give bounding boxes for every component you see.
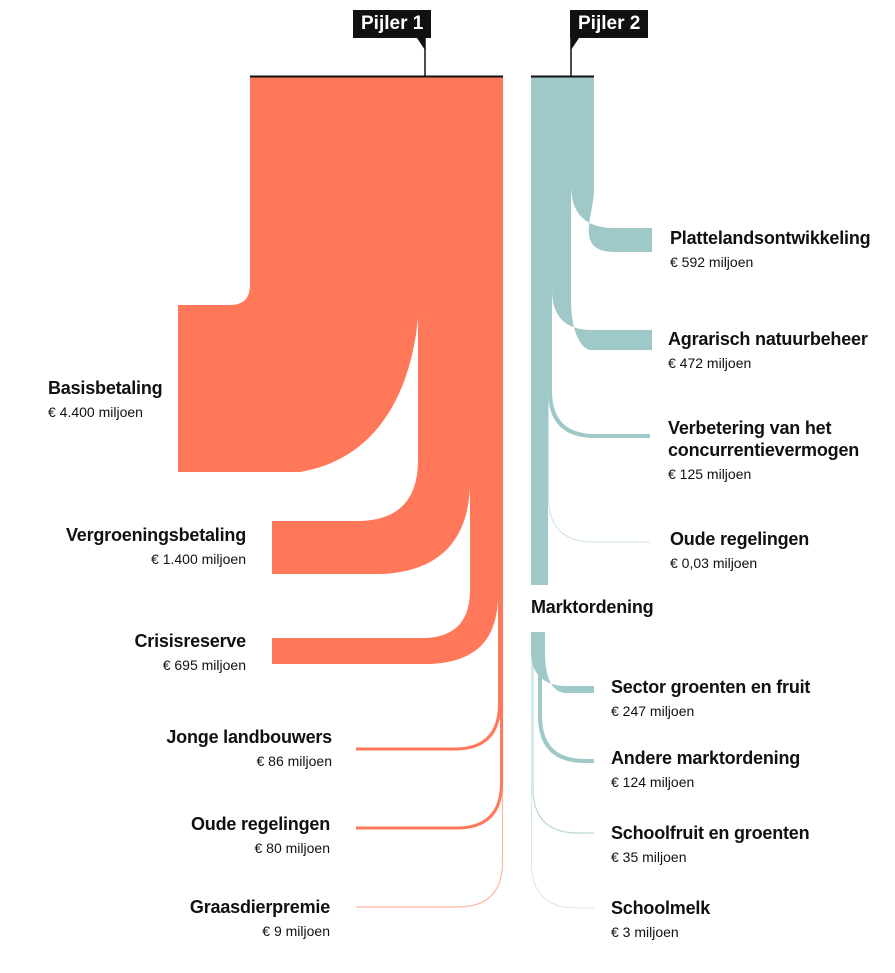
flow-label-plattelandsontwikkeling: Plattelandsontwikkeling € 592 miljoen	[670, 227, 871, 271]
flow-label-agrarisch-natuurbeheer: Agrarisch natuurbeheer € 472 miljoen	[668, 328, 868, 372]
ribbon-groenten-fruit	[531, 632, 594, 693]
ribbon-crisisreserve	[272, 77, 498, 664]
flow-name: Sector groenten en fruit	[611, 677, 811, 697]
flow-label-schoolfruit: Schoolfruit en groenten € 35 miljoen	[611, 822, 810, 866]
flow-value: € 592 miljoen	[670, 254, 754, 270]
pillar-1-flag: Pijler 1	[353, 10, 432, 38]
flow-label-schoolmelk: Schoolmelk € 3 miljoen	[611, 897, 710, 941]
flow-label-andere-marktordening: Andere marktordening € 124 miljoen	[611, 747, 800, 791]
ribbon-marktordening-trunk	[531, 77, 548, 585]
ribbon-schoolmelk	[531, 632, 594, 909]
flow-value: € 86 miljoen	[256, 753, 333, 769]
ribbon-vergroeningsbetaling	[272, 77, 470, 574]
pillar-1-flag-tail	[417, 38, 425, 50]
flow-name: Verbetering van het concurrentievermogen	[668, 418, 860, 460]
flow-label-oude-regelingen-1: Oude regelingen € 80 miljoen	[191, 813, 330, 857]
flow-value: € 1.400 miljoen	[151, 551, 246, 567]
flow-value: € 35 miljoen	[611, 849, 687, 865]
flow-value: € 472 miljoen	[668, 355, 752, 371]
flow-label-concurrentievermogen: Verbetering van het concurrentievermogen…	[668, 417, 860, 483]
flow-value: € 247 miljoen	[611, 703, 695, 719]
flow-name: Basisbetaling	[48, 378, 163, 398]
flow-label-groenten-fruit: Sector groenten en fruit € 247 miljoen	[611, 676, 810, 720]
flow-name: Agrarisch natuurbeheer	[668, 329, 868, 349]
flow-name: Vergroeningsbetaling	[65, 525, 246, 545]
ribbon-oude-regelingen-1	[356, 77, 503, 830]
flow-name: Jonge landbouwers	[166, 727, 332, 747]
subgroup-name: Marktordening	[531, 597, 654, 617]
flow-label-crisisreserve: Crisisreserve € 695 miljoen	[135, 630, 247, 674]
ribbon-graasdierpremie	[356, 77, 504, 908]
ribbon-agrarisch-natuurbeheer	[552, 77, 652, 350]
flow-value: € 3 miljoen	[611, 924, 679, 940]
ribbon-schoolfruit	[532, 632, 594, 834]
ribbon-oude-regelingen-2	[548, 77, 650, 543]
flow-value: € 4.400 miljoen	[48, 404, 143, 420]
ribbon-jonge-landbouwers	[356, 77, 501, 751]
flow-name: Crisisreserve	[134, 631, 247, 651]
flow-name: Oude regelingen	[190, 814, 330, 834]
flow-label-basisbetaling: Basisbetaling € 4.400 miljoen	[48, 377, 163, 421]
flow-name: Plattelandsontwikkeling	[670, 228, 871, 248]
flow-name: Schoolfruit en groenten	[611, 823, 810, 843]
flow-name: Andere marktordening	[611, 748, 801, 768]
flow-value: € 9 miljoen	[262, 923, 330, 939]
flow-name: Oude regelingen	[670, 529, 810, 549]
flow-label-jonge-landbouwers: Jonge landbouwers € 86 miljoen	[166, 726, 332, 770]
flow-label-vergroeningsbetaling: Vergroeningsbetaling € 1.400 miljoen	[66, 524, 246, 568]
flow-value: € 125 miljoen	[668, 466, 752, 482]
pillar-2-flag-tail	[571, 38, 579, 50]
flow-name: Graasdierpremie	[189, 897, 330, 917]
ribbon-basisbetaling	[178, 77, 418, 472]
flow-name: Schoolmelk	[611, 898, 711, 918]
flow-value: € 80 miljoen	[254, 840, 331, 856]
subgroup-label-marktordening: Marktordening	[531, 596, 654, 618]
flow-label-oude-regelingen-2: Oude regelingen € 0,03 miljoen	[670, 528, 809, 572]
ribbon-andere-marktordening	[538, 632, 594, 763]
flow-value: € 0,03 miljoen	[670, 555, 758, 571]
ribbon-plattelandsontwikkeling	[571, 77, 652, 252]
flow-value: € 124 miljoen	[611, 774, 695, 790]
pillar-2-flag: Pijler 2	[570, 10, 649, 38]
ribbon-concurrentievermogen	[548, 77, 650, 438]
flow-value: € 695 miljoen	[162, 657, 246, 673]
flow-label-graasdierpremie: Graasdierpremie € 9 miljoen	[190, 896, 330, 940]
